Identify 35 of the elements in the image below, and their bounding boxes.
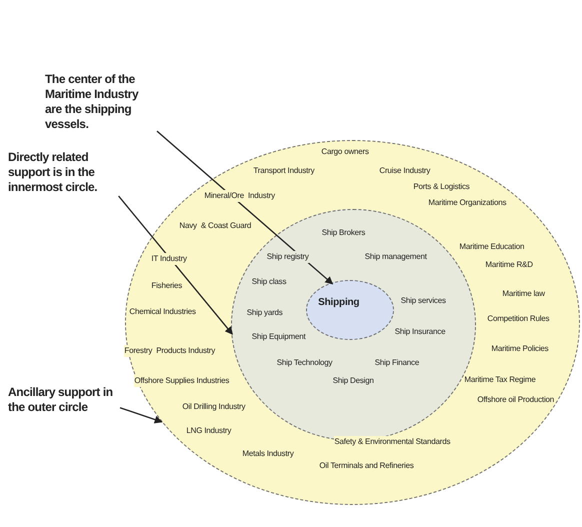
sector-label: Transport Industry <box>253 165 314 178</box>
annotation-text: Directly related support is in the innermost circle. <box>8 150 122 195</box>
sector-label: Ship Finance <box>374 356 420 369</box>
sector-label: Cruise Industry <box>379 165 430 178</box>
sector-label: Ship registry <box>266 250 309 263</box>
sector-label: LNG Industry <box>186 425 232 438</box>
sector-label: Ship Technology <box>276 356 332 369</box>
sector-label: Ports & Logistics <box>413 181 470 194</box>
sector-label: Offshore Supplies Industries <box>134 375 230 388</box>
sector-label: Ship management <box>364 250 427 263</box>
arrow <box>156 130 334 284</box>
sector-label: Navy & Coast Guard <box>179 220 252 232</box>
sector-label: Ship services <box>400 294 446 307</box>
sector-label: Ship Design <box>332 374 374 387</box>
sector-label: Oil Drilling Industry <box>182 401 246 414</box>
annotation-text: Ancillary support in the outer circle <box>8 385 120 415</box>
sector-label: Safety & Environmental Standards <box>334 436 450 448</box>
sector-label: IT Industry <box>151 253 187 266</box>
sector-label: Offshore oil Production <box>477 394 554 406</box>
sector-label: Mineral/Ore Industry <box>204 190 275 202</box>
sector-label: Forestry Products Industry <box>124 345 216 358</box>
sector-label: Cargo owners <box>321 146 369 158</box>
sector-label: Ship yards <box>246 306 283 319</box>
sector-label: Metals Industry <box>242 448 294 460</box>
sector-label: Ship Equipment <box>252 330 306 343</box>
sector-label: Maritime Tax Regime <box>464 374 536 386</box>
sector-label: Ship Brokers <box>322 226 366 239</box>
center-label: Shipping <box>318 297 360 310</box>
annotation-text: The center of the Maritime Industry are the shipping vessels. <box>45 72 157 132</box>
sector-label: Competition Rules <box>487 313 550 326</box>
arrow <box>118 196 233 335</box>
sector-label: Ship Insurance <box>394 326 446 338</box>
arrow <box>120 407 163 424</box>
sector-label: Ship class <box>252 276 286 288</box>
sector-label: Maritime Organizations <box>428 197 506 210</box>
